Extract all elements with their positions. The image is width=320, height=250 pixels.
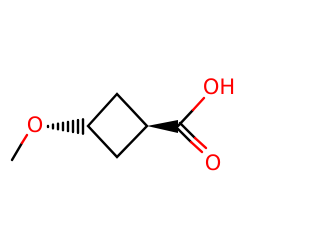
cyclobutane-ring [86, 92, 149, 159]
structure-canvas: O OH O [10, 75, 236, 175]
hydroxyl-label: OH [203, 75, 235, 99]
bond-methyl-oxygen [10, 141, 24, 162]
bond-carbon-hydroxyl-red [191, 96, 206, 112]
solid-wedge-bond [147, 120, 178, 133]
bond-carbonyl-2-red [193, 136, 208, 150]
bond-carbonyl-1-red [189, 140, 204, 154]
bond-methyl-oxygen-red [20, 133, 29, 145]
molecule-structure: O OH O [10, 75, 235, 175]
hashed-wedge-bond [46, 118, 85, 135]
carbonyl-oxygen-label: O [205, 151, 222, 175]
bond-carbonyl-1 [174, 125, 193, 144]
methoxy-oxygen-label: O [27, 113, 44, 137]
bond-carbonyl-2 [178, 121, 197, 140]
